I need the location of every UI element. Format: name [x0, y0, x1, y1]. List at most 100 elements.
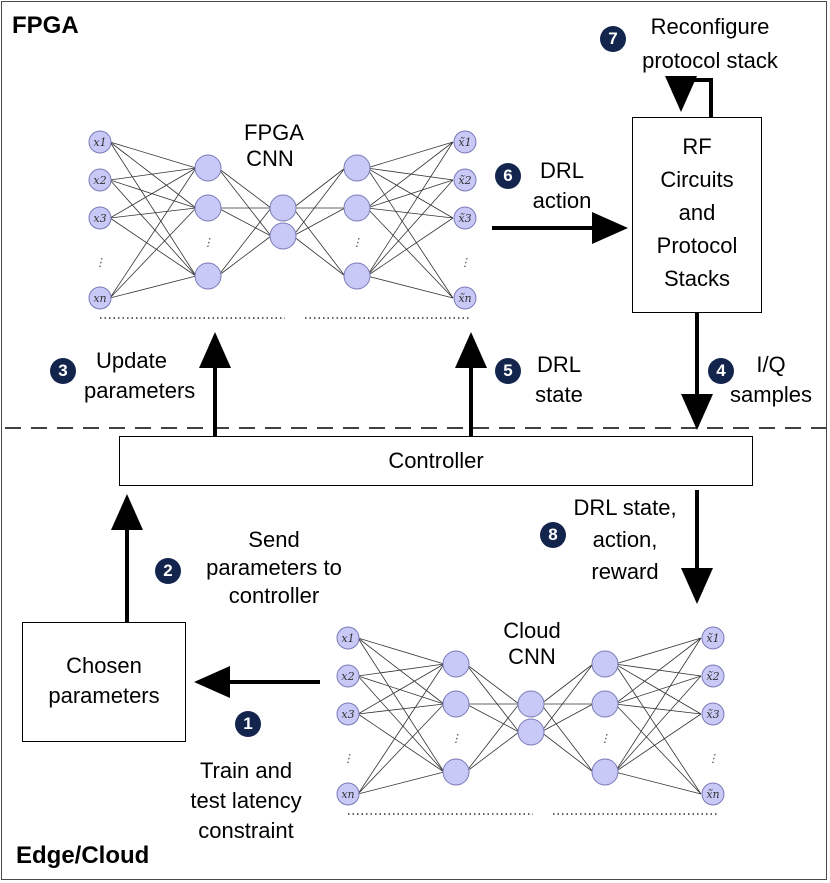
- step-8-line-2: action,: [592, 527, 658, 552]
- fpga-cnn-edge: [109, 217, 197, 277]
- fpga-cnn-hidden2-node: [343, 194, 371, 222]
- cloud-cnn-edge: [614, 675, 702, 773]
- cloud-cnn-edge: [614, 771, 702, 795]
- step-5-line-1: DRL: [536, 352, 581, 377]
- fpga-cnn-output-node: [453, 206, 477, 230]
- fpga-cnn-edge: [109, 167, 197, 181]
- fpga-cnn-input-node: [88, 168, 112, 192]
- cloud-cnn-output-symbol: x̃2: [706, 670, 719, 683]
- fpga-cnn-label-1: FPGA: [244, 120, 304, 145]
- fpga-cnn-edge: [292, 167, 346, 209]
- cloud-cnn-input-ellipsis: ⋮: [343, 752, 354, 765]
- cloud-cnn-hidden1-ellipsis: ⋮: [451, 732, 462, 745]
- cloud-cnn-edge: [357, 637, 445, 665]
- fpga-cnn-hidden1-node: [194, 194, 222, 222]
- fpga-cnn-edge: [217, 235, 272, 277]
- cloud-cnn-edge: [614, 675, 702, 705]
- cloud-cnn-input-symbol: x3: [341, 708, 354, 721]
- fpga-cnn-edge: [292, 235, 346, 277]
- cloud-cnn-input-node: [336, 702, 360, 726]
- step-8-line-3: reward: [591, 559, 659, 584]
- fpga-cnn-input-symbol: x2: [93, 174, 106, 187]
- step-3-line-2: parameters: [84, 378, 196, 403]
- fpga-cnn-hidden2-node: [343, 154, 371, 182]
- step-4-line-2: samples: [730, 382, 812, 407]
- cloud-cnn-edge: [614, 713, 702, 773]
- fpga-cnn-edge: [366, 141, 454, 277]
- fpga-cnn-edge: [366, 207, 454, 219]
- cloud-cnn-label: Cloud CNN: [488, 618, 576, 670]
- cloud-cnn-hidden2-node: [591, 650, 619, 678]
- fpga-cnn-edge: [366, 167, 454, 299]
- fpga-cnn-output-symbol: x̃1: [458, 136, 471, 149]
- fpga-cnn-edge: [366, 141, 454, 169]
- cloud-cnn-edge: [614, 663, 702, 677]
- fpga-cnn-label-2: CNN: [246, 146, 294, 171]
- cloud-cnn-output-ellipsis: ⋮: [708, 752, 719, 765]
- cloud-cnn-output-symbol: x̃1: [706, 632, 719, 645]
- fpga-cnn-edge: [292, 207, 346, 237]
- reconfigure-loop: [665, 76, 713, 117]
- step-1-line-1: Train and: [199, 758, 293, 783]
- fpga-cnn-input-node: [88, 130, 112, 154]
- rf-line-4: Protocol: [656, 233, 738, 258]
- cloud-cnn-input-node: [336, 626, 360, 650]
- fpga-cnn-edge: [109, 179, 197, 209]
- cloud-cnn-hidden1-node: [442, 650, 470, 678]
- cloud-cnn-output-node: [701, 702, 725, 726]
- cloud-cnn-edge: [357, 637, 445, 705]
- controller-label: Controller: [388, 448, 484, 473]
- fpga-cnn-hidden2-ellipsis: ⋮: [352, 236, 363, 249]
- cloud-cnn-label-1: Cloud: [503, 618, 561, 643]
- controller-box: Controller: [119, 436, 753, 486]
- step-4-label: I/Q samples: [718, 350, 824, 410]
- cloud-cnn-hidden1-node: [442, 690, 470, 718]
- rf-line-5: Stacks: [663, 266, 731, 291]
- cloud-cnn-edge: [465, 731, 520, 773]
- cloud-cnn-edge: [614, 637, 702, 773]
- cloud-cnn-edge: [465, 663, 520, 705]
- cloud-cnn-output-node: [701, 782, 725, 806]
- step-7-badge: 7: [600, 26, 626, 52]
- step-6-badge: 6: [495, 163, 521, 189]
- fpga-cnn-edge: [217, 207, 272, 237]
- cloud-cnn-hidden2-node: [591, 758, 619, 786]
- cloud-cnn-output-symbol: x̃n: [706, 788, 719, 801]
- step-6-label: DRL action: [520, 156, 604, 216]
- cloud-cnn-input-node: [336, 664, 360, 688]
- cloud-cnn-code-node: [517, 718, 545, 746]
- fpga-cnn-edge: [217, 167, 272, 209]
- cloud-cnn-edge: [540, 663, 594, 733]
- step-7-line-2: protocol stack: [642, 48, 778, 73]
- rf-line-1: RF: [682, 134, 712, 159]
- chosen-line-2: parameters: [48, 683, 160, 708]
- cloud-cnn-edge: [465, 703, 520, 773]
- cloud-cnn-output-node: [701, 664, 725, 688]
- fpga-cnn-edge: [109, 167, 197, 299]
- step-3-line-1: Update: [96, 348, 167, 373]
- cloud-cnn-edge: [357, 663, 445, 677]
- cloud-cnn-edge: [614, 663, 702, 715]
- cloud-cnn-edge: [614, 637, 702, 665]
- fpga-cnn-output-symbol: x̃2: [458, 174, 471, 187]
- cloud-cnn-code-node: [517, 690, 545, 718]
- fpga-cnn-code-node: [269, 222, 297, 250]
- chosen-parameters-box: Chosen parameters: [22, 622, 186, 742]
- cloud-cnn-hidden2-node: [591, 690, 619, 718]
- fpga-cnn-edge: [217, 207, 272, 277]
- fpga-cnn-output-node: [453, 130, 477, 154]
- step-4-line-1: I/Q: [756, 352, 786, 377]
- fpga-cnn-output-node: [453, 286, 477, 310]
- fpga-cnn-code-node: [269, 194, 297, 222]
- cloud-cnn-edge: [357, 675, 445, 773]
- step-1-badge: 1: [235, 711, 261, 737]
- fpga-cnn-edge: [366, 167, 454, 181]
- cloud-cnn-input-symbol: x1: [341, 632, 354, 645]
- fpga-cnn-edge: [109, 167, 197, 219]
- step-6-line-1: DRL: [539, 158, 584, 183]
- step-1-label: Train and test latency constraint: [178, 756, 314, 846]
- step-2-line-2: parameters to: [206, 555, 342, 580]
- step-7-line-1: Reconfigure: [650, 14, 770, 39]
